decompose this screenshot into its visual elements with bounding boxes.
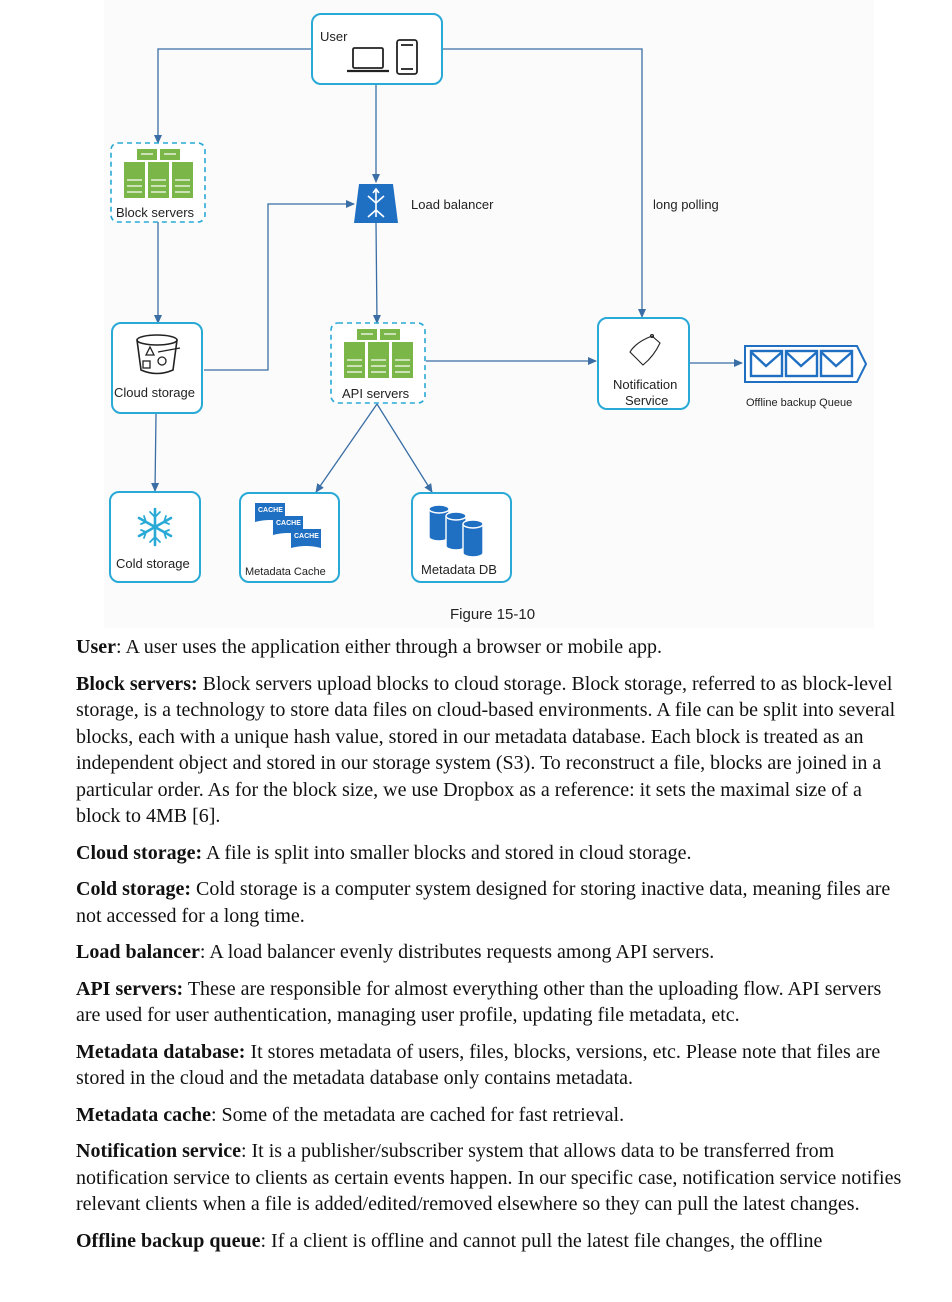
- term: Cloud storage:: [76, 841, 203, 864]
- paragraph-cloud-storage: Cloud storage: A file is split into smal…: [76, 840, 906, 867]
- notification-service-node: Notification Service: [597, 317, 690, 410]
- long-polling-label: long polling: [653, 197, 719, 212]
- cache-badge: CACHE: [258, 507, 283, 514]
- metadata-db-label: Metadata DB: [421, 562, 497, 577]
- term: Cold storage:: [76, 878, 191, 900]
- definition: A load balancer evenly distributes reque…: [205, 941, 715, 963]
- edge-api-db: [376, 403, 433, 493]
- definition: Cold storage is a computer system design…: [76, 878, 891, 927]
- term: User: [76, 636, 116, 658]
- term: Notification service: [76, 1140, 241, 1162]
- metadata-cache-node: CACHE CACHE CACHE Metadata Cache: [239, 492, 340, 583]
- snowflake-icon: [137, 507, 173, 547]
- edge-user-block-servers: [154, 48, 312, 144]
- api-servers-node: API servers: [330, 322, 426, 404]
- paragraph-user: User: A user uses the application either…: [76, 636, 662, 658]
- edge-cloud-cold: [151, 413, 160, 492]
- paragraph-block-servers: Block servers: Block servers upload bloc…: [76, 671, 906, 830]
- term: API servers:: [76, 977, 184, 1000]
- term: Metadata cache: [76, 1103, 211, 1126]
- paragraph-load-balancer: Load balancer: A load balancer evenly di…: [76, 941, 715, 963]
- cloud-storage-label: Cloud storage: [114, 385, 195, 400]
- paragraph-api-servers: API servers: These are responsible for a…: [76, 976, 906, 1029]
- paragraph-metadata-database: Metadata database: It stores metadata of…: [76, 1039, 906, 1092]
- load-balancer-label: Load balancer: [411, 197, 494, 212]
- server-rack-icon: [344, 329, 413, 378]
- metadata-cache-label: Metadata Cache: [245, 566, 326, 578]
- user-node: User: [311, 13, 443, 85]
- offline-queue-label: Offline backup Queue: [746, 397, 852, 409]
- api-servers-label: API servers: [342, 386, 410, 401]
- definition: It stores metadata of users, files, bloc…: [76, 1040, 881, 1090]
- definition: Some of the metadata are cached for fast…: [216, 1103, 625, 1126]
- definition: A file is split into smaller blocks and …: [202, 841, 692, 864]
- term: Load balancer: [76, 941, 200, 963]
- body-text: User: A user uses the application either…: [76, 634, 906, 1264]
- paragraph-notification-service: Notification service: It is a publisher/…: [76, 1140, 902, 1215]
- figure-caption: Figure 15-10: [450, 606, 535, 623]
- term: Metadata database:: [76, 1040, 246, 1063]
- cold-storage-node: Cold storage: [109, 491, 201, 583]
- bell-icon: [629, 333, 661, 366]
- cloud-storage-node: Cloud storage: [111, 322, 203, 414]
- definition: If a client is offline and cannot pull t…: [266, 1229, 823, 1252]
- edge-cloud-load-balancer: [204, 200, 355, 371]
- server-rack-icon: [124, 149, 193, 198]
- metadata-db-node: Metadata DB: [411, 492, 512, 583]
- phone-icon: [396, 39, 418, 75]
- offline-queue-node: Offline backup Queue: [744, 345, 868, 409]
- architecture-diagram: User Block servers: [0, 0, 952, 630]
- definition: A user uses the application either throu…: [121, 636, 662, 658]
- definition: Block servers upload blocks to cloud sto…: [76, 672, 896, 828]
- cache-badge: CACHE: [294, 533, 319, 540]
- cold-storage-label: Cold storage: [116, 556, 190, 571]
- definition: These are responsible for almost everyth…: [76, 977, 882, 1027]
- notification-label-line1: Notification: [613, 377, 677, 392]
- database-icon: [428, 504, 484, 558]
- cache-icon: CACHE CACHE CACHE: [255, 503, 321, 548]
- load-balancer-node: Load balancer: [354, 184, 494, 223]
- term: Block servers:: [76, 672, 198, 695]
- edge-api-cache: [315, 403, 378, 493]
- cache-badge: CACHE: [276, 520, 301, 527]
- edges: [151, 48, 743, 493]
- bucket-icon: [136, 334, 181, 375]
- definition: It is a publisher/subscriber system that…: [76, 1140, 902, 1215]
- block-servers-node: Block servers: [110, 142, 206, 223]
- block-servers-label: Block servers: [116, 205, 195, 220]
- paragraph-metadata-cache: Metadata cache: Some of the metadata are…: [76, 1103, 625, 1126]
- term: Offline backup queue: [76, 1229, 261, 1252]
- notification-label-line2: Service: [625, 393, 668, 408]
- edge-lb-api-servers: [372, 222, 381, 324]
- paragraph-cold-storage: Cold storage: Cold storage is a computer…: [76, 876, 906, 929]
- paragraph-offline-backup-queue: Offline backup queue: If a client is off…: [76, 1229, 823, 1252]
- edge-user-notification: [442, 48, 646, 318]
- user-label: User: [320, 29, 348, 44]
- laptop-icon: [347, 47, 389, 73]
